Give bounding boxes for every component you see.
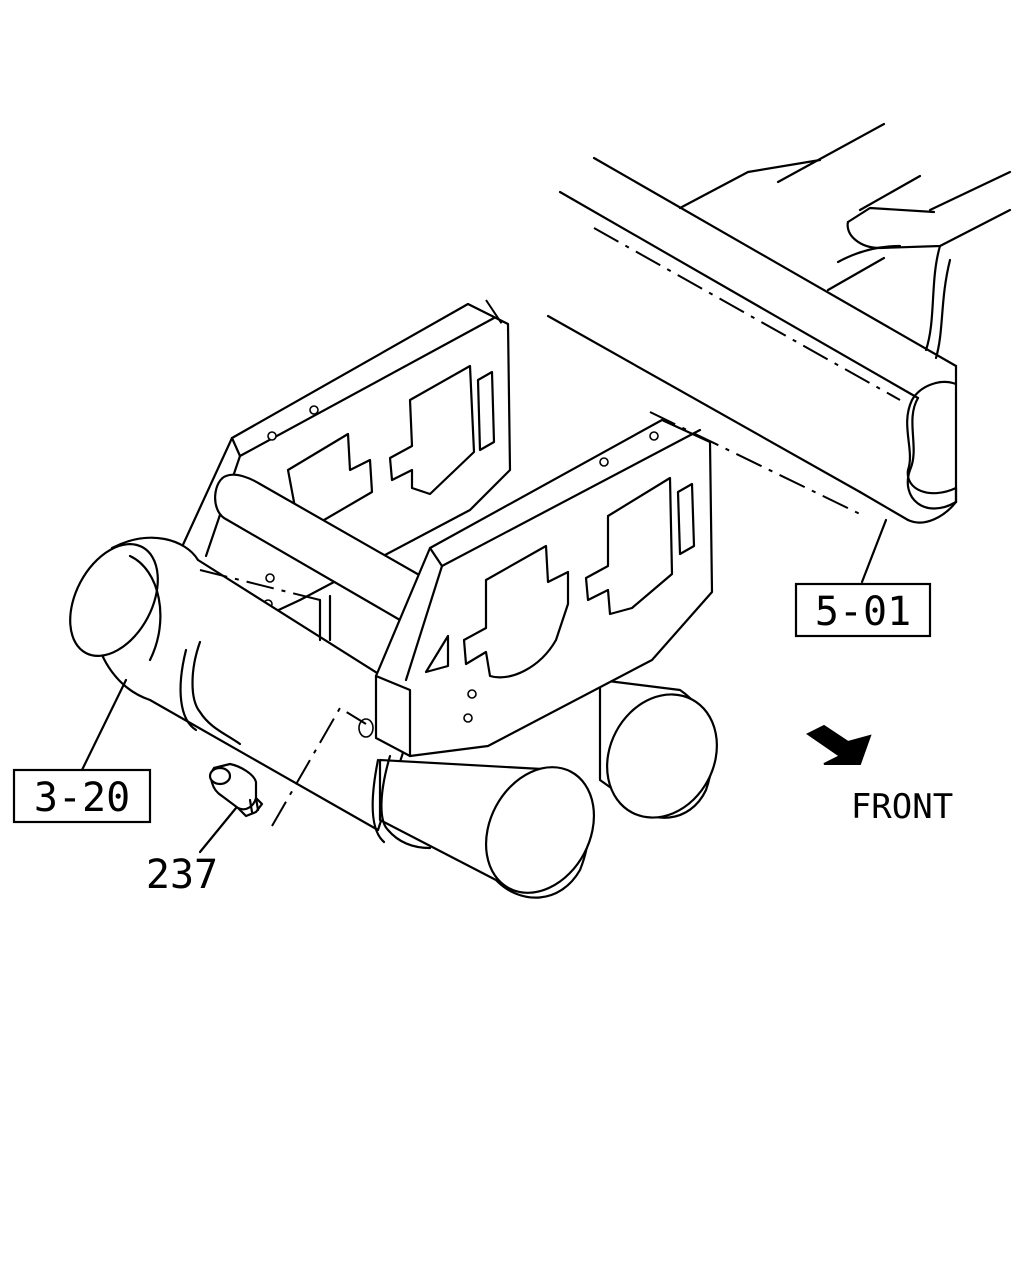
- arrow-icon: [806, 724, 872, 765]
- leader-lines: [80, 227, 901, 854]
- callout-5-01-label: 5-01: [815, 589, 911, 635]
- front-label: FRONT: [851, 787, 953, 827]
- frame-rail: [546, 122, 1012, 524]
- fitting-237: [208, 718, 374, 818]
- tank-bracket-right: [374, 418, 714, 758]
- tank-left: [69, 536, 422, 832]
- part-number-237[interactable]: 237: [146, 852, 218, 898]
- callout-3-20-label: 3-20: [34, 775, 130, 821]
- callout-3-20[interactable]: 3-20: [12, 768, 152, 824]
- callout-5-01[interactable]: 5-01: [794, 582, 932, 638]
- tank-right: [378, 678, 718, 899]
- tank-straps: [179, 594, 432, 850]
- front-direction: FRONT: [806, 724, 953, 827]
